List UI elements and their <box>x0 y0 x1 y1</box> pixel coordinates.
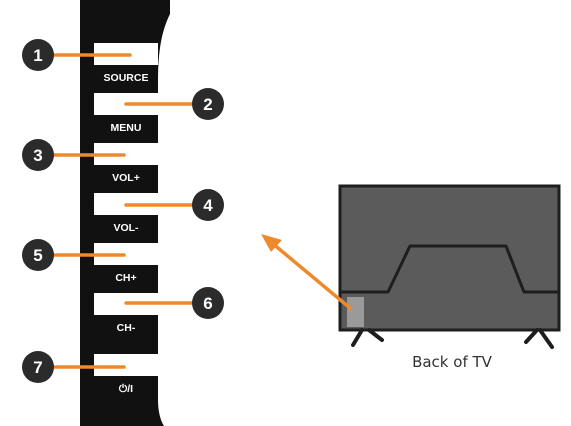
tv-right-foot <box>524 328 554 349</box>
callout-4: 4 <box>192 189 224 221</box>
menu-button-label: MENU <box>111 122 142 134</box>
tv-left-foot <box>351 328 384 347</box>
callout-5: 5 <box>22 239 54 271</box>
tv-caption: Back of TV <box>412 353 493 371</box>
svg-text:3: 3 <box>33 146 42 165</box>
svg-text:5: 5 <box>33 246 42 265</box>
callout-2: 2 <box>192 88 224 120</box>
pointer-arrowhead <box>261 234 282 252</box>
callout-7: 7 <box>22 351 54 383</box>
callout-6: 6 <box>192 287 224 319</box>
ch-up-button-label: CH+ <box>115 272 136 284</box>
svg-text:1: 1 <box>33 46 42 65</box>
svg-text:2: 2 <box>203 95 212 114</box>
tv-button-location-highlight <box>347 297 364 327</box>
svg-text:4: 4 <box>203 196 213 215</box>
power-button-label: ⏻/I <box>119 382 133 395</box>
tv-back-housing <box>341 244 558 294</box>
vol-up-button-label: VOL+ <box>112 172 140 184</box>
ch-up-button <box>94 243 158 265</box>
ch-down-button-label: CH- <box>117 322 136 334</box>
tv-back-illustration <box>338 184 561 349</box>
source-button-label: SOURCE <box>104 72 149 84</box>
callout-1: 1 <box>22 39 54 71</box>
svg-text:7: 7 <box>33 358 42 377</box>
pointer-arrow-line <box>270 241 352 310</box>
callout-3: 3 <box>22 139 54 171</box>
tv-body <box>338 184 561 332</box>
vol-down-button-label: VOL- <box>113 222 139 234</box>
svg-text:6: 6 <box>203 294 212 313</box>
power-button <box>94 354 158 376</box>
vol-up-button <box>94 143 158 165</box>
